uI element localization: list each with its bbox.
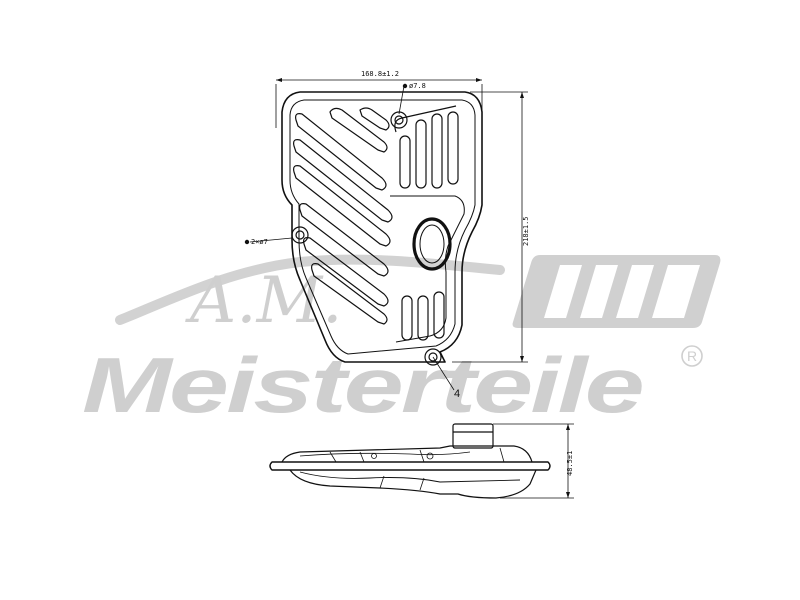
mount-hole-left	[291, 226, 309, 244]
watermark-brand-text: Meisterteile	[82, 341, 643, 429]
svg-text:2×ø7: 2×ø7	[251, 238, 268, 246]
watermark-swoosh	[115, 254, 505, 325]
hole-dimension-top: ø7.8	[402, 82, 426, 90]
top-view	[281, 91, 483, 366]
width-dimension-label: 168.8±1.2	[361, 70, 399, 78]
side-view	[269, 423, 574, 499]
vertical-ribs-lower	[401, 291, 445, 341]
part-callout-number: 4	[454, 388, 460, 400]
pan-outer-outline	[281, 91, 483, 363]
svg-text:R: R	[687, 348, 697, 364]
vertical-ribs-upper	[394, 105, 459, 189]
side-bottom-body	[289, 469, 537, 499]
diagonal-ribs	[293, 107, 393, 325]
suction-port	[412, 217, 452, 271]
side-flange	[269, 461, 551, 471]
side-bottom-detail	[299, 471, 521, 483]
mount-hole-top	[390, 111, 408, 129]
mount-hole-bottom	[424, 348, 442, 366]
side-top-body	[281, 445, 533, 463]
watermark: A.M. Meisterteile R	[82, 254, 721, 429]
hole-dimension-left: 2×ø7	[244, 238, 268, 246]
side-outlet	[452, 423, 494, 449]
side-inner-details	[299, 447, 505, 491]
side-height-dimension	[493, 423, 574, 499]
pan-inner-flange	[289, 99, 476, 355]
watermark-bars	[512, 255, 721, 328]
svg-text:ø7.8: ø7.8	[409, 82, 426, 90]
registered-mark: R	[681, 345, 703, 367]
dimensions-top-view	[249, 78, 528, 391]
watermark-logo: A.M.	[115, 254, 721, 338]
height-dimension-label: 218±1.5	[522, 216, 530, 246]
side-height-dimension-label: 48.5±1	[566, 451, 574, 476]
